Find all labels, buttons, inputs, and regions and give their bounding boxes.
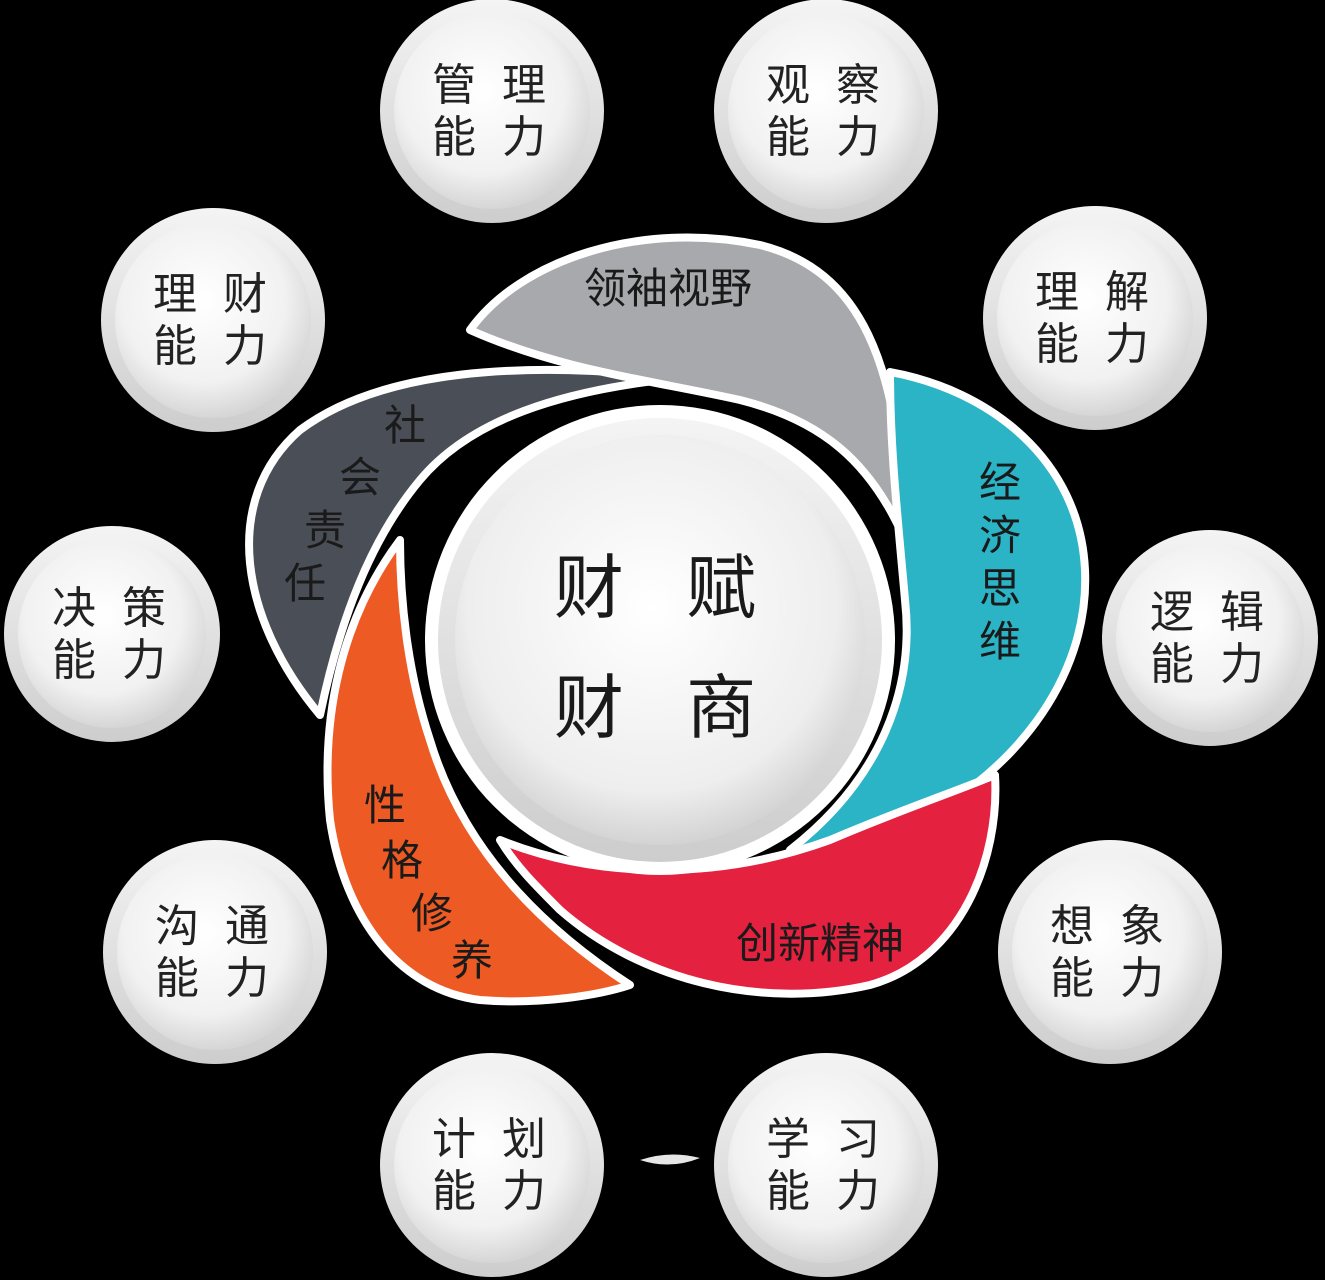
bubble-learning: 学 习 能 力 — [714, 1053, 938, 1277]
bubble-management-line1: 管 理 — [432, 60, 552, 111]
bubble-logic: 逻 辑 能 力 — [1102, 530, 1318, 746]
bubble-observation: 观 察 能 力 — [714, 0, 938, 223]
petal-character-label-char-2: 修 — [411, 889, 453, 938]
petal-leadership-label: 领袖视野 — [584, 264, 752, 313]
petal-economic-label-char-0: 经 — [979, 458, 1021, 507]
bubble-understanding-line2: 能 力 — [1035, 319, 1155, 370]
bubble-planning-line2: 能 力 — [432, 1166, 552, 1217]
bubble-planning-line1: 计 划 — [432, 1114, 552, 1165]
petal-social-label-char-3: 任 — [284, 559, 326, 608]
bubble-imagination-line2: 能 力 — [1050, 953, 1170, 1004]
bubble-decision-line2: 能 力 — [52, 635, 172, 686]
bubble-finance: 理 财 能 力 — [101, 208, 325, 432]
bubble-finance-line1: 理 财 — [153, 269, 273, 320]
bubble-management-line2: 能 力 — [432, 112, 552, 163]
bubble-learning-line1: 学 习 — [766, 1114, 886, 1165]
bubble-learning-line2: 能 力 — [766, 1166, 886, 1217]
bubble-logic-line2: 能 力 — [1150, 639, 1270, 690]
petal-character-label-char-1: 格 — [381, 836, 423, 885]
bubble-understanding: 理 解 能 力 — [983, 206, 1207, 430]
petal-character — [323, 536, 634, 1006]
petal-social-label-char-1: 会 — [339, 453, 381, 502]
bubble-planning: 计 划 能 力 — [380, 1053, 604, 1277]
bubble-communication-line2: 能 力 — [155, 953, 275, 1004]
petal-innovation-label: 创新精神 — [736, 919, 904, 968]
petal-economic-label-char-3: 维 — [979, 617, 1021, 666]
bubble-logic-line1: 逻 辑 — [1150, 587, 1270, 638]
petal-social-label-char-0: 社 — [384, 401, 426, 450]
bubble-imagination: 想 象 能 力 — [998, 840, 1222, 1064]
petal-economic-label-char-2: 思 — [979, 564, 1021, 613]
center-line2: 财 商 — [554, 667, 776, 749]
bubble-decision-line1: 决 策 — [52, 583, 172, 634]
petal-economic-label-char-1: 济 — [979, 511, 1021, 560]
petal-character-label-char-3: 养 — [451, 936, 493, 985]
connector-mark — [640, 1154, 700, 1165]
bubble-observation-line2: 能 力 — [766, 112, 886, 163]
bubble-understanding-line1: 理 解 — [1035, 267, 1155, 318]
center-line1: 财 赋 — [554, 547, 776, 629]
petal-social-label-char-2: 责 — [304, 506, 346, 555]
bubble-decision: 决 策 能 力 — [4, 526, 220, 742]
bubble-observation-line1: 观 察 — [766, 60, 886, 111]
bubble-communication-line1: 沟 通 — [155, 901, 275, 952]
center-disc: 财 赋 财 商 — [425, 405, 895, 875]
bubble-communication: 沟 通 能 力 — [103, 840, 327, 1064]
petal-character-label-char-0: 性 — [364, 781, 406, 830]
bubble-management: 管 理 能 力 — [380, 0, 604, 223]
bubble-finance-line2: 能 力 — [153, 321, 273, 372]
bubble-imagination-line1: 想 象 — [1050, 901, 1170, 952]
petal-innovation — [496, 771, 1000, 998]
